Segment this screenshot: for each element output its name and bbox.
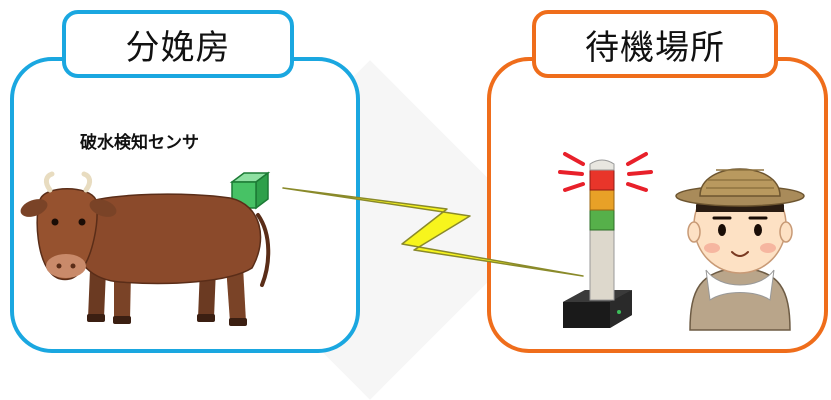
- cow-icon: [20, 171, 271, 326]
- lightning-bolt-icon: [282, 187, 584, 277]
- illustration-layer: [20, 152, 805, 331]
- alarm-lines-icon: [558, 152, 653, 192]
- signal-tower-icon: [563, 159, 632, 328]
- delivery-room-title: 分娩房: [62, 10, 294, 78]
- waiting-area-title: 待機場所: [532, 10, 778, 78]
- sensor-label: 破水検知センサ: [80, 133, 199, 153]
- farmer-icon: [675, 168, 805, 331]
